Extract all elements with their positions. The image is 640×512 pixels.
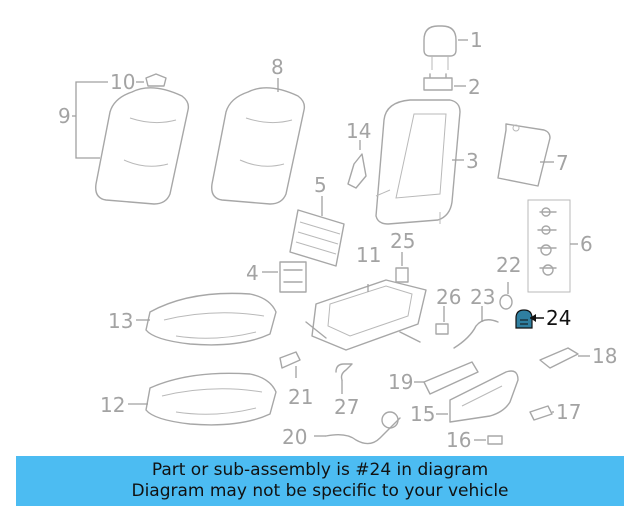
callout-24: 24 <box>546 306 571 330</box>
callout-22: 22 <box>496 253 521 277</box>
part-side-trim[interactable] <box>347 153 367 189</box>
part-lumbar-bracket[interactable] <box>279 261 307 293</box>
part-lumbar-support[interactable] <box>289 209 345 267</box>
part-headrest[interactable] <box>423 25 457 70</box>
part-cover[interactable] <box>529 405 553 421</box>
banner-line-1: Part or sub-assembly is #24 in diagram <box>151 460 489 480</box>
callout-18: 18 <box>592 344 617 368</box>
callout-2: 2 <box>468 75 481 99</box>
part-cap[interactable] <box>487 435 503 445</box>
info-banner: Part or sub-assembly is #24 in diagram D… <box>16 456 624 506</box>
part-wire-harness[interactable] <box>325 411 401 445</box>
part-side-shield[interactable] <box>449 370 519 423</box>
part-lever[interactable] <box>279 351 301 369</box>
part-seat-cushion-cover[interactable] <box>145 292 277 346</box>
part-hook[interactable] <box>335 363 353 381</box>
callout-12: 12 <box>100 393 125 417</box>
part-seat-frame[interactable] <box>305 279 427 351</box>
callout-27: 27 <box>334 395 359 419</box>
callout-8: 8 <box>271 55 284 79</box>
callout-7: 7 <box>556 151 569 175</box>
callout-5: 5 <box>314 173 327 197</box>
part-clips-kit[interactable] <box>527 199 571 293</box>
callout-11: 11 <box>356 243 381 267</box>
part-inner-shield[interactable] <box>423 361 479 395</box>
part-seat-back-cover[interactable] <box>211 87 306 205</box>
callout-17: 17 <box>556 400 581 424</box>
part-handle[interactable] <box>539 347 579 369</box>
callout-25: 25 <box>390 229 415 253</box>
callout-15: 15 <box>410 402 435 426</box>
callout-20: 20 <box>282 425 307 449</box>
part-seat-back-cover-assembly[interactable] <box>95 87 190 205</box>
part-back-panel[interactable] <box>497 123 551 187</box>
callout-6: 6 <box>580 232 593 256</box>
callout-10: 10 <box>110 70 135 94</box>
callout-13: 13 <box>108 309 133 333</box>
callout-14: 14 <box>346 119 371 143</box>
part-seat-cushion[interactable] <box>145 372 277 426</box>
callout-4: 4 <box>246 261 259 285</box>
part-emblem[interactable] <box>145 73 167 87</box>
seat-parts-diagram: 1 2 3 4 5 6 7 8 <box>58 25 617 452</box>
callout-21: 21 <box>288 385 313 409</box>
callout-16: 16 <box>446 428 471 452</box>
callout-9: 9 <box>58 104 71 128</box>
callout-19: 19 <box>388 370 413 394</box>
callout-23: 23 <box>470 285 495 309</box>
part-24-highlighted[interactable] <box>515 309 533 329</box>
callout-26: 26 <box>436 285 461 309</box>
callout-3: 3 <box>466 149 479 173</box>
callout-1: 1 <box>470 28 483 52</box>
part-headrest-guide[interactable] <box>423 73 453 91</box>
part-cable[interactable] <box>453 319 499 349</box>
part-seat-back-frame[interactable] <box>375 99 461 225</box>
part-grommet[interactable] <box>499 294 513 310</box>
part-sensor[interactable] <box>395 267 409 283</box>
banner-line-2: Diagram may not be specific to your vehi… <box>131 481 509 501</box>
part-connector[interactable] <box>435 323 449 335</box>
